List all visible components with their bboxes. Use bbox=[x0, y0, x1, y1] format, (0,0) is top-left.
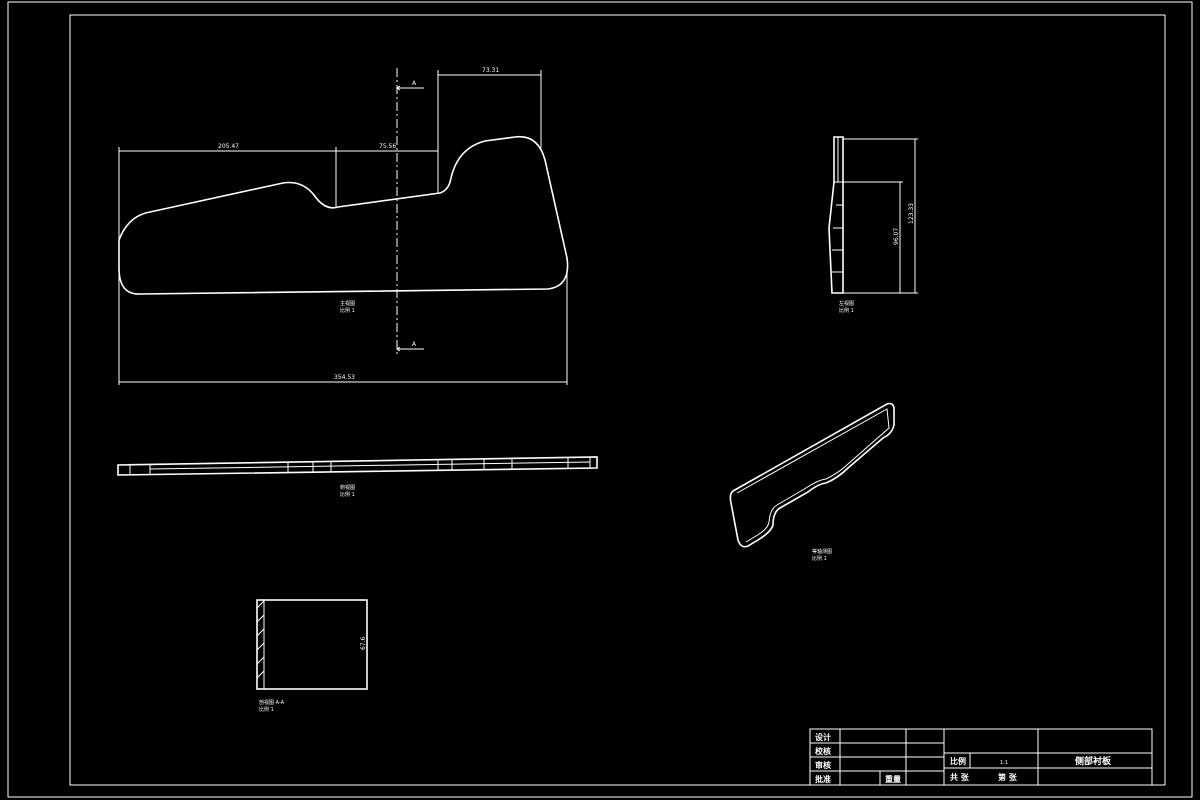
dim-section-height: 67.6 bbox=[360, 636, 367, 650]
section-view-caption-scale: 比例 1 bbox=[259, 706, 274, 713]
role-designer: 设计 bbox=[815, 732, 831, 742]
section-view: 67.6 剖视图 A-A 比例 1 bbox=[256, 599, 368, 713]
sheet-number: 第 张 bbox=[998, 772, 1018, 782]
side-view-caption-scale: 比例 1 bbox=[839, 307, 854, 314]
section-view-outline bbox=[256, 599, 368, 690]
main-view-caption-name: 主视图 bbox=[340, 300, 355, 307]
scale-label: 比例 bbox=[950, 756, 966, 766]
role-approver: 批准 bbox=[815, 774, 831, 784]
dim-middle-length: 75.56 bbox=[379, 143, 396, 150]
mass-label: 重量 bbox=[885, 774, 901, 784]
inner-frame bbox=[69, 14, 1166, 786]
bottom-view: 俯视图 比例 1 bbox=[117, 456, 598, 498]
dim-outer-height: 123.33 bbox=[908, 203, 915, 224]
section-view-caption-name: 剖视图 A-A bbox=[259, 699, 285, 706]
dim-left-length: 205.47 bbox=[218, 143, 239, 150]
main-view-caption-scale: 比例 1 bbox=[340, 307, 355, 314]
main-view: A A 205.47 75.56 73.31 354.53 主视图 比例 1 bbox=[118, 67, 569, 385]
dim-inner-height: 96.07 bbox=[893, 228, 900, 245]
bottom-view-outline bbox=[117, 456, 598, 476]
iso-view-caption-scale: 比例 1 bbox=[812, 555, 827, 562]
role-checker: 校核 bbox=[815, 746, 831, 756]
scale-value: 1:1 bbox=[1000, 760, 1008, 766]
side-view: 96.07 123.33 左视图 比例 1 bbox=[828, 136, 918, 314]
drawing-title: 侧部衬板 bbox=[1075, 755, 1112, 767]
iso-view: 等轴测图 比例 1 bbox=[729, 402, 895, 562]
bottom-view-caption-name: 俯视图 bbox=[340, 484, 355, 491]
title-block: 设计 校核 审核 批准 重量 比例 1:1 侧部衬板 共 张 第 张 bbox=[809, 728, 1153, 786]
dim-top-length: 73.31 bbox=[482, 67, 499, 74]
section-label-top: A bbox=[412, 80, 417, 87]
iso-view-caption-name: 等轴测图 bbox=[812, 548, 832, 555]
outer-border bbox=[7, 1, 1193, 798]
main-view-outline bbox=[118, 135, 569, 295]
side-view-caption-name: 左视图 bbox=[839, 300, 854, 307]
dim-overall-length: 354.53 bbox=[334, 374, 355, 381]
section-label-bottom: A bbox=[412, 341, 417, 348]
role-reviewer: 审核 bbox=[815, 760, 831, 770]
bottom-view-caption-scale: 比例 1 bbox=[340, 491, 355, 498]
sheet-total: 共 张 bbox=[950, 772, 970, 782]
iso-view-outline bbox=[729, 402, 895, 548]
